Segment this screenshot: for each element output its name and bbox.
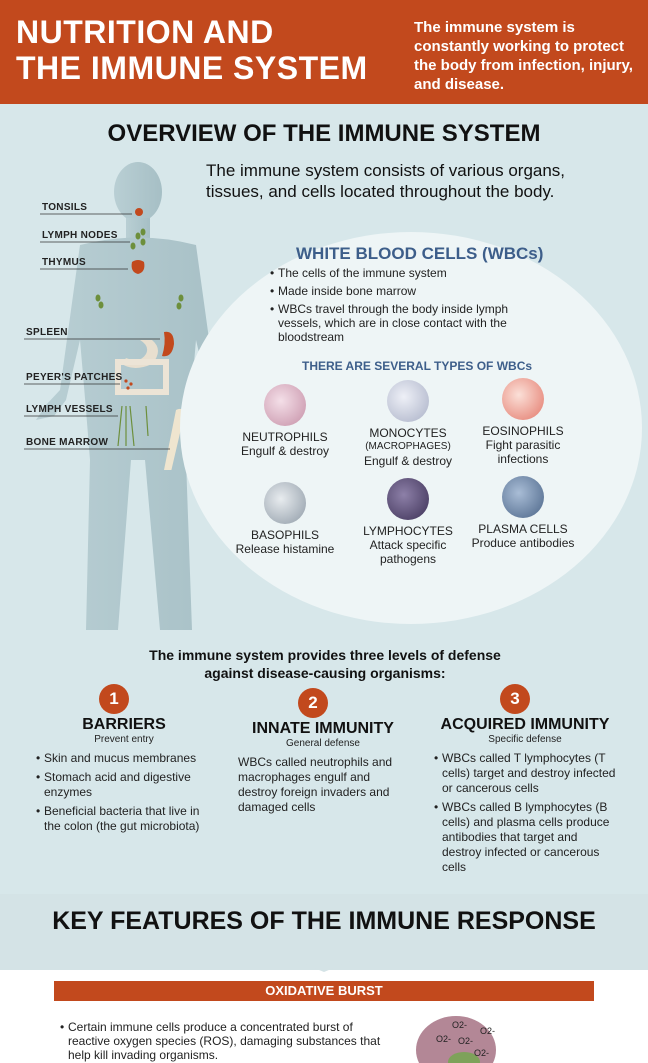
basophil-icon [264,482,306,524]
lymphocyte-icon [387,478,429,520]
immune-cell-icon [416,1016,496,1063]
oxidative-burst-text: Certain immune cells produce a concentra… [60,1020,398,1062]
lymph-nodes-icon [95,228,184,310]
ros-burst-illustration: O2- O2- O2- O2- O2- [416,1016,496,1063]
spleen-icon [162,331,174,357]
cell-name: PLASMA CELLS [478,522,568,536]
cell-name: NEUTROPHILS [242,430,328,444]
level-title: ACQUIRED IMMUNITY [440,716,610,733]
cell-plasma-cells: PLASMA CELLS Produce antibodies [468,476,578,550]
label-spleen: SPLEEN [26,327,68,338]
bone-marrow-icon [164,408,184,470]
label-bone-marrow: BONE MARROW [26,437,109,448]
label-lymph-vessels: LYMPH VESSELS [26,404,113,415]
cell-basophils: BASOPHILS Release histamine [230,482,340,556]
cell-desc: Attack specific pathogens [369,538,447,566]
defense-intro: The immune system provides three levels … [149,647,501,681]
cell-name-secondary: (MACROPHAGES) [365,441,451,452]
level-3-badge: 3 [500,684,530,714]
o2-label: O2- [474,1048,489,1058]
cell-name: BASOPHILS [250,528,320,542]
wbc-bullet: The cells of the immune system [270,266,540,280]
oxidative-burst-header: OXIDATIVE BURST [54,981,594,1001]
neutrophil-icon [264,384,306,426]
cell-name: MONOCYTES [369,426,447,440]
level-bullet: Stomach acid and digestive enzymes [36,770,212,800]
organ-icons [24,208,184,470]
overview-lead: The immune system consists of various or… [206,161,566,201]
wbc-title: WHITE BLOOD CELLS (WBCs) [296,244,544,263]
level-bullet: WBCs called T lymphocytes (T cells) targ… [434,751,616,796]
header-banner: NUTRITION AND THE IMMUNE SYSTEM The immu… [0,0,648,104]
overview-title: OVERVIEW OF THE IMMUNE SYSTEM [107,120,541,147]
level-bullet: WBCs called B lymphocytes (B cells) and … [434,800,616,875]
eosinophil-icon [502,378,544,420]
level-subtitle: Specific defense [488,734,562,745]
cell-name: LYMPHOCYTES [363,524,453,538]
level-bullet: Skin and mucus membranes [36,751,212,766]
bacteria-icon [448,1052,480,1063]
level-subtitle: General defense [286,738,360,749]
cell-monocytes: MONOCYTES (MACROPHAGES) Engulf & destroy [353,380,463,468]
wbc-bullet: Made inside bone marrow [270,284,540,298]
label-lymph-nodes: LYMPH NODES [42,230,118,241]
o2-label: O2- [480,1026,495,1036]
cell-desc: Produce antibodies [471,536,575,550]
human-body-illustration [36,162,240,630]
level-title: INNATE IMMUNITY [252,720,394,737]
level-title: BARRIERS [82,716,166,733]
page-title: NUTRITION AND THE IMMUNE SYSTEM [16,14,368,86]
lymph-vessels-icon [117,405,149,447]
o2-label: O2- [452,1020,467,1030]
wbc-bullet: WBCs travel through the body inside lymp… [270,302,540,344]
level-bullets: WBCs called T lymphocytes (T cells) targ… [434,751,616,875]
key-features-title: KEY FEATURES OF THE IMMUNE RESPONSE [52,907,596,935]
cell-eosinophils: EOSINOPHILS Fight parasitic infections [468,378,578,466]
monocyte-icon [387,380,429,422]
level-2-badge: 2 [298,688,328,718]
wbc-bullets: The cells of the immune system Made insi… [270,266,540,348]
level-bullets: Skin and mucus membranes Stomach acid an… [36,751,212,834]
label-peyers-patches: PEYER'S PATCHES [26,372,123,383]
o2-label: O2- [458,1036,473,1046]
thymus-icon [131,260,145,274]
section-pointer [290,958,358,972]
cell-desc: Release histamine [235,542,335,556]
level-bullet: Beneficial bacteria that live in the col… [36,804,212,834]
cell-desc: Engulf & destroy [363,454,453,468]
level-text: WBCs called neutrophils and macrophages … [238,755,393,814]
title-line-1: NUTRITION AND [16,14,274,50]
title-line-2: THE IMMUNE SYSTEM [16,50,368,86]
wbc-types-title: THERE ARE SEVERAL TYPES OF WBCs [302,359,533,373]
cell-desc: Fight parasitic infections [485,438,561,466]
cell-name: EOSINOPHILS [482,424,564,438]
plasma-cell-icon [502,476,544,518]
cell-lymphocytes: LYMPHOCYTES Attack specific pathogens [353,478,463,566]
key-features-banner [0,894,648,970]
level-barriers: BARRIERS Prevent entry Skin and mucus me… [36,716,212,838]
organ-leader-lines [24,213,170,450]
level-acquired-immunity: ACQUIRED IMMUNITY Specific defense WBCs … [434,716,616,879]
cell-neutrophils: NEUTROPHILS Engulf & destroy [230,384,340,458]
label-thymus: THYMUS [42,257,87,268]
level-subtitle: Prevent entry [94,734,154,745]
level-innate-immunity: INNATE IMMUNITY General defense WBCs cal… [238,720,408,815]
o2-label: O2- [436,1034,451,1044]
intro-text: The immune system is constantly working … [414,19,633,93]
label-tonsils: TONSILS [42,202,88,213]
cell-desc: Engulf & destroy [240,444,330,458]
tonsils-icon [135,208,143,216]
intestine-icon [115,359,169,395]
peyers-patches-icon [124,379,133,390]
level-1-badge: 1 [99,684,129,714]
